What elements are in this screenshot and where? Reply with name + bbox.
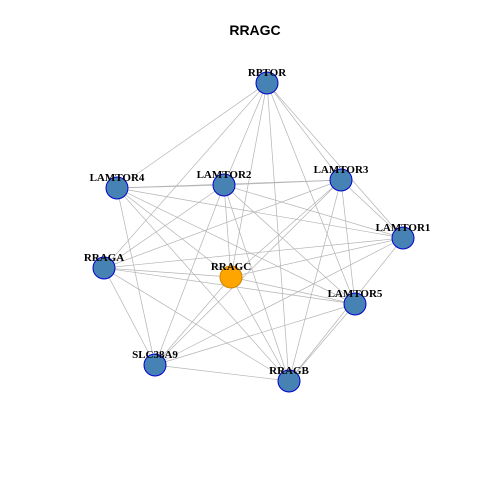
edge-lamtor3-rragc xyxy=(230,179,342,278)
edge-rragc-rragb xyxy=(230,276,290,382)
edge-lamtor4-slc38a9 xyxy=(116,187,156,366)
edge-lamtor4-rragc xyxy=(116,187,232,278)
edge-lamtor1-rragc xyxy=(230,237,404,278)
edge-lamtor2-rragb xyxy=(223,184,290,382)
graph-title: RRAGC xyxy=(229,22,280,38)
edge-lamtor1-rraga xyxy=(103,237,404,269)
node-label-rragb: RRAGB xyxy=(269,365,309,377)
node-label-rptor: RPTOR xyxy=(248,67,287,79)
node-rragb[interactable] xyxy=(277,369,301,393)
edge-lamtor4-lamtor5 xyxy=(116,187,356,305)
edge-lamtor3-slc38a9 xyxy=(154,179,342,366)
edge-rraga-rragc xyxy=(103,267,232,278)
node-lamtor1[interactable] xyxy=(391,226,415,250)
node-label-lamtor1: LAMTOR1 xyxy=(376,222,431,234)
edge-lamtor2-lamtor3 xyxy=(223,179,342,186)
edge-rptor-lamtor1 xyxy=(266,82,404,239)
edge-lamtor2-lamtor1 xyxy=(223,184,404,239)
node-lamtor2[interactable] xyxy=(212,173,236,197)
node-label-lamtor5: LAMTOR5 xyxy=(328,288,383,300)
node-lamtor4[interactable] xyxy=(105,176,129,200)
edge-rptor-rragc xyxy=(230,82,268,278)
node-rraga[interactable] xyxy=(92,256,116,280)
node-lamtor3[interactable] xyxy=(329,168,353,192)
edge-rptor-lamtor5 xyxy=(266,82,356,305)
node-label-rragc: RRAGC xyxy=(211,261,251,273)
node-slc38a9[interactable] xyxy=(143,353,167,377)
edge-lamtor3-rragb xyxy=(288,179,342,382)
edge-lamtor2-rragc xyxy=(223,184,232,278)
edge-lamtor3-lamtor5 xyxy=(340,179,356,305)
edge-rraga-slc38a9 xyxy=(103,267,156,366)
edge-lamtor1-slc38a9 xyxy=(154,237,404,366)
node-rragc[interactable] xyxy=(219,265,243,289)
node-label-lamtor3: LAMTOR3 xyxy=(314,164,369,176)
node-label-rraga: RRAGA xyxy=(84,252,124,264)
edge-lamtor3-lamtor1 xyxy=(340,179,404,239)
node-lamtor5[interactable] xyxy=(343,292,367,316)
edge-lamtor2-slc38a9 xyxy=(154,184,225,366)
node-label-lamtor2: LAMTOR2 xyxy=(197,169,252,181)
edge-lamtor3-rraga xyxy=(103,179,342,269)
edge-rraga-rragb xyxy=(103,267,290,382)
node-label-lamtor4: LAMTOR4 xyxy=(90,172,145,184)
edge-lamtor5-rragb xyxy=(288,303,356,382)
edge-rragc-lamtor5 xyxy=(230,276,356,305)
edge-lamtor2-rraga xyxy=(103,184,225,269)
edge-lamtor4-rragb xyxy=(116,187,290,382)
node-rptor[interactable] xyxy=(255,71,279,95)
edge-rptor-lamtor4 xyxy=(116,82,268,189)
edge-rptor-lamtor2 xyxy=(223,82,268,186)
edge-lamtor5-slc38a9 xyxy=(154,303,356,366)
edge-slc38a9-rragb xyxy=(154,364,290,382)
edge-lamtor2-lamtor5 xyxy=(223,184,356,305)
nodes-layer xyxy=(92,71,415,393)
node-label-slc38a9: SLC38A9 xyxy=(132,349,178,361)
edge-rptor-rraga xyxy=(103,82,268,269)
edge-rptor-rragb xyxy=(266,82,290,382)
edge-rptor-lamtor3 xyxy=(266,82,342,181)
edge-rragc-slc38a9 xyxy=(154,276,232,366)
edge-lamtor4-lamtor1 xyxy=(116,187,404,239)
